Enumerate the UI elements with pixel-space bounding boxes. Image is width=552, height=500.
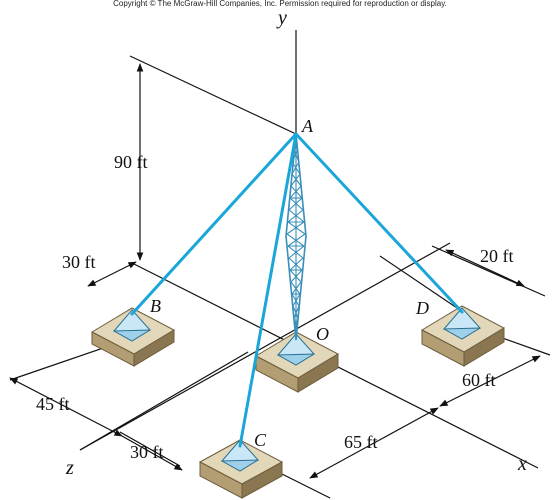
dim-20ft-label: 20 ft (480, 246, 514, 266)
base-d (420, 305, 506, 367)
ground-line-z (79, 242, 451, 451)
dim-60ft-label: 60 ft (462, 370, 496, 390)
point-b-label: B (150, 296, 161, 316)
base-b (90, 307, 176, 367)
guy-wires (130, 132, 464, 448)
dim-30ft-bottom-label: 30 ft (130, 442, 164, 462)
z-axis-line (79, 351, 249, 451)
dim-45ft-line (9, 377, 123, 437)
height-reference-line (129, 55, 297, 135)
point-d-label: D (415, 298, 429, 318)
reference-lines (9, 30, 551, 499)
point-a-label: A (301, 116, 314, 136)
c-offset-reference (119, 431, 181, 467)
dim-30ft-top-label: 30 ft (62, 252, 96, 272)
cable-ab (130, 132, 298, 316)
base-c (198, 439, 284, 499)
cable-ad (294, 132, 464, 314)
z-axis-label: z (65, 457, 74, 479)
dim-90ft-label: 90 ft (114, 152, 148, 172)
dim-20ft-line (445, 249, 525, 287)
copyright-text: Copyright © The McGraw-Hill Companies, I… (113, 0, 447, 8)
x-axis-label: x (517, 453, 527, 475)
base-o (254, 331, 340, 393)
point-c-label: C (254, 430, 267, 450)
y-axis-label: y (276, 7, 287, 29)
dim-30ft-bottom-line (121, 435, 183, 471)
dim-65ft-line (309, 407, 439, 479)
dim-30ft-top-line (87, 261, 137, 287)
point-o-label: O (316, 324, 329, 344)
cable-ac (238, 132, 298, 448)
dim-45ft-label: 45 ft (36, 394, 70, 414)
tower (285, 133, 307, 341)
d-offset-reference-2 (379, 255, 461, 311)
dim-60ft-line (439, 355, 541, 407)
dim-65ft-label: 65 ft (344, 432, 378, 452)
